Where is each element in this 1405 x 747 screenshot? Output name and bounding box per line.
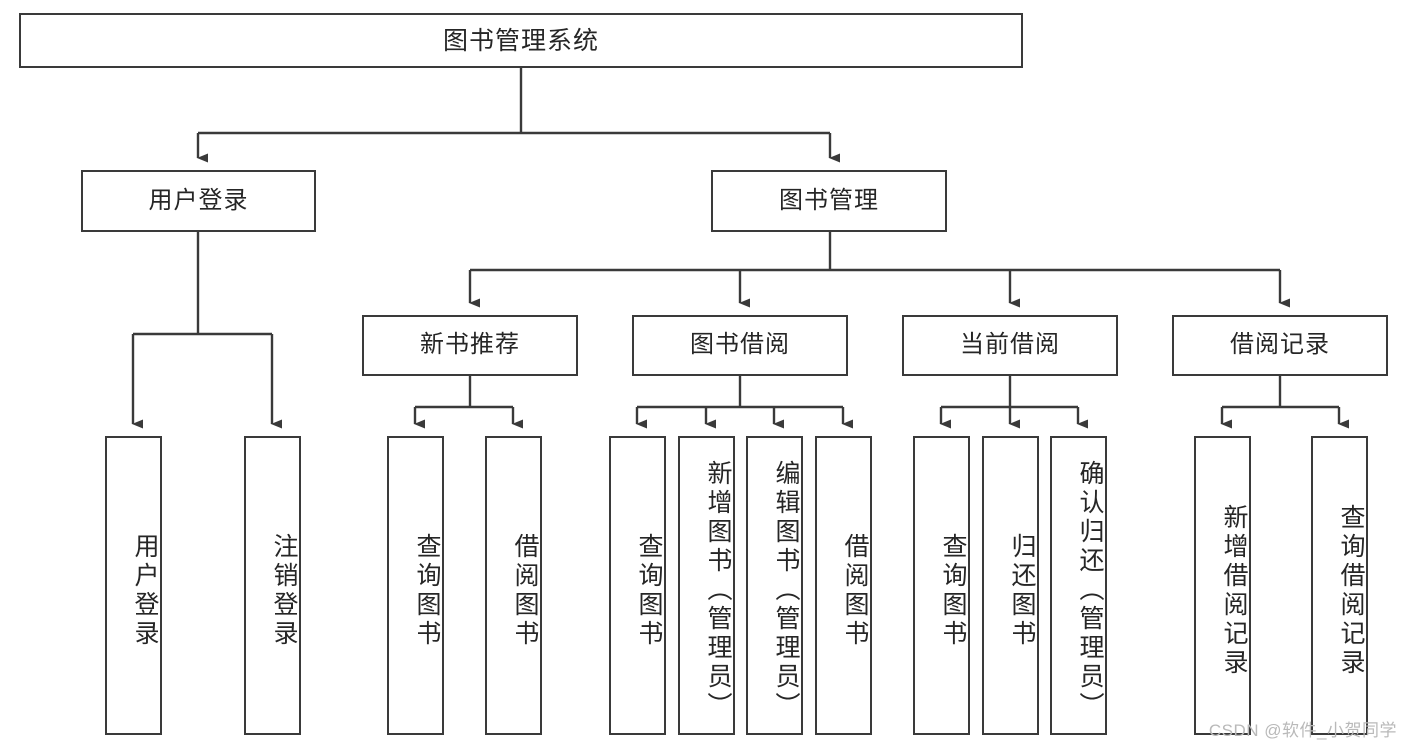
leaf-label: 查询借阅记录 (1337, 503, 1365, 678)
leaf-label: 借阅图书 (511, 532, 539, 649)
leaf-label: 用户登录 (131, 532, 159, 649)
csdn-watermark: CSDN @软件_小贺同学 (1208, 721, 1397, 740)
leaf-new-book-query-book[interactable]: 查询图书 (387, 436, 444, 735)
leaf-book-borrow-edit-book[interactable]: 编辑图书（管理员） (746, 436, 803, 735)
leaf-label: 新增借阅记录 (1220, 503, 1248, 678)
leaf-book-borrow-add-book[interactable]: 新增图书（管理员） (678, 436, 735, 735)
leaf-current-borrow-query-book[interactable]: 查询图书 (913, 436, 970, 735)
node-book-borrow[interactable]: 图书借阅 (632, 315, 848, 376)
leaf-borrow-record-query-record[interactable]: 查询借阅记录 (1311, 436, 1368, 735)
leaf-new-book-borrow-book[interactable]: 借阅图书 (485, 436, 542, 735)
leaf-label: 归还图书 (1008, 532, 1036, 649)
leaf-label: 查询图书 (635, 532, 663, 649)
leaf-user-login-logout[interactable]: 注销登录 (244, 436, 301, 735)
node-new-book-recommend[interactable]: 新书推荐 (362, 315, 578, 376)
leaf-label: 新增图书（管理员） (704, 460, 732, 721)
leaf-label: 借阅图书 (841, 532, 869, 649)
node-user-login[interactable]: 用户登录 (81, 170, 316, 232)
node-book-management[interactable]: 图书管理 (711, 170, 947, 232)
leaf-label: 查询图书 (413, 532, 441, 649)
leaf-label: 查询图书 (939, 532, 967, 649)
node-borrow-record[interactable]: 借阅记录 (1172, 315, 1388, 376)
leaf-current-borrow-confirm-return[interactable]: 确认归还（管理员） (1050, 436, 1107, 735)
node-root-system[interactable]: 图书管理系统 (19, 13, 1023, 68)
leaf-book-borrow-query-book[interactable]: 查询图书 (609, 436, 666, 735)
leaf-current-borrow-return-book[interactable]: 归还图书 (982, 436, 1039, 735)
leaf-label: 注销登录 (270, 532, 298, 649)
leaf-book-borrow-borrow-book[interactable]: 借阅图书 (815, 436, 872, 735)
node-current-borrow[interactable]: 当前借阅 (902, 315, 1118, 376)
leaf-borrow-record-add-record[interactable]: 新增借阅记录 (1194, 436, 1251, 735)
leaf-label: 确认归还（管理员） (1076, 460, 1104, 721)
leaf-label: 编辑图书（管理员） (772, 460, 800, 721)
leaf-user-login-login[interactable]: 用户登录 (105, 436, 162, 735)
